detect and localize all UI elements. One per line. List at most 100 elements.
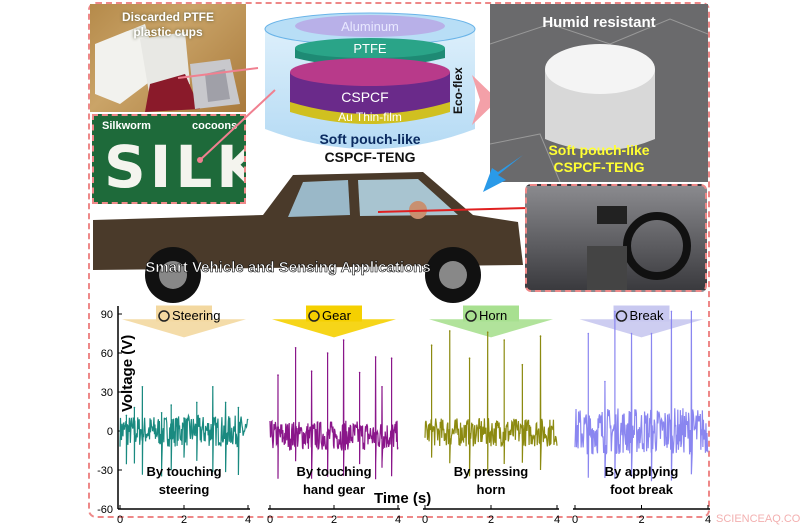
spike-peak — [170, 404, 172, 406]
y-tick-label: 60 — [101, 348, 113, 360]
spike-peak — [374, 356, 377, 358]
steering-wheel-icon — [158, 310, 170, 322]
banner-arrow — [579, 319, 704, 338]
spike-peak — [521, 363, 524, 366]
pouch-photo-illustration — [490, 18, 708, 182]
panel-title-break: Break — [630, 308, 664, 323]
cspcf-layer — [290, 58, 450, 86]
banner-box — [613, 305, 670, 322]
spike-peak — [224, 401, 227, 404]
x-tick-label: 4 — [554, 514, 560, 526]
humid-device-label: Soft pouch-like CSPCF-TENG — [548, 142, 650, 175]
cocoons-label: cocoons — [192, 120, 238, 132]
y-tick-label: 30 — [101, 387, 113, 399]
spike-peak — [614, 310, 616, 313]
caption-line2: horn — [477, 482, 506, 497]
panel-title-gear: Gear — [322, 308, 352, 323]
x-tick-label: 0 — [267, 514, 273, 526]
ecoflex-label: Eco-flex — [451, 67, 465, 114]
dashed-frame — [88, 2, 710, 518]
caption-line2: steering — [159, 482, 210, 497]
spike-peak — [342, 339, 345, 341]
silk-word: SILK — [104, 133, 244, 201]
brake-icon — [615, 310, 628, 322]
horn-icon — [465, 310, 477, 322]
vehicle-title: Smart Vehicle and Sensing Applications — [145, 259, 430, 276]
ptfe-layer — [295, 38, 445, 58]
spike-peak — [237, 406, 240, 409]
blue-arrow-icon — [483, 155, 523, 192]
humid-resistant-photo: Humid resistant Soft pouch-like CSPCF-TE… — [490, 4, 708, 182]
spike-peak — [133, 406, 136, 409]
x-tick-label: 4 — [245, 514, 251, 526]
spike-peak — [381, 386, 383, 388]
spike-peak — [390, 357, 393, 360]
silkworm-label: Silkworm — [102, 120, 151, 132]
spike-peak — [650, 332, 653, 335]
gear-icon — [308, 310, 320, 322]
right-arrow-icon — [472, 75, 498, 125]
x-axis-label: Time (s) — [374, 490, 431, 507]
trace-gear — [269, 339, 399, 480]
interior-illustration — [587, 206, 691, 290]
banner-arrow — [272, 319, 396, 338]
spike-peak — [160, 412, 163, 414]
y-tick-label: -60 — [97, 504, 113, 516]
caption-line1: By touching — [146, 464, 221, 479]
aluminum-label: Aluminum — [341, 19, 399, 34]
spike-peak — [430, 344, 433, 347]
silkworm-cocoons-photo: Silkworm cocoons SILK — [92, 114, 246, 204]
spike-peak — [503, 339, 506, 341]
caption-line1: By pressing — [454, 464, 528, 479]
panel-title-steering: Steering — [172, 308, 220, 323]
aluminum-layer — [295, 15, 445, 37]
trace-steering — [119, 386, 249, 477]
spike-peak — [670, 310, 673, 313]
x-tick-label: 2 — [638, 514, 644, 526]
ptfe-cups-label: Discarded PTFE plastic cups — [121, 10, 215, 39]
spike-peak — [183, 417, 185, 419]
spike-peak — [326, 352, 329, 354]
x-tick-label: 2 — [488, 514, 494, 526]
x-tick-label: 4 — [705, 514, 711, 526]
banner-box — [463, 305, 519, 322]
y-tick-label: 90 — [101, 309, 113, 321]
spike-peak — [630, 332, 633, 335]
y-axis-label: Voltage (V) — [119, 335, 136, 412]
caption-line2: foot break — [610, 482, 674, 497]
spike-peak — [277, 374, 279, 376]
watermark: SCIENCEAQ.COM — [716, 513, 800, 525]
trace-horn — [424, 330, 558, 477]
x-tick-label: 0 — [422, 514, 428, 526]
device-title-1: Soft pouch-like — [319, 131, 420, 147]
trace-break — [574, 311, 709, 482]
x-tick-label: 4 — [395, 514, 401, 526]
cspcf-label: CSPCF — [341, 89, 388, 105]
spike-peak — [468, 357, 471, 360]
spike-peak — [125, 414, 128, 417]
caption-line1: By applying — [605, 464, 679, 479]
humid-title: Humid resistant — [542, 14, 656, 31]
x-tick-label: 2 — [181, 514, 187, 526]
spike-peak — [358, 371, 361, 374]
pickup-truck: Smart Vehicle and Sensing Applications — [93, 172, 528, 303]
spike-peak — [294, 347, 297, 349]
banner-arrow — [122, 319, 246, 338]
caption-line1: By touching — [296, 464, 371, 479]
banner-arrow — [429, 319, 553, 338]
spike-peak — [587, 332, 590, 335]
spike-peak — [690, 310, 693, 313]
device-title-2: CSPCF-TENG — [325, 149, 416, 165]
y-tick-label: 0 — [107, 426, 113, 438]
banner-box — [156, 305, 212, 322]
ptfe-label: PTFE — [353, 41, 387, 56]
banner-box — [306, 305, 362, 322]
y-tick-label: -30 — [97, 465, 113, 477]
car-interior-photo — [525, 184, 707, 292]
spike-peak — [604, 380, 606, 383]
x-tick-label: 2 — [331, 514, 337, 526]
spike-peak — [310, 370, 313, 373]
spike-peak — [486, 331, 489, 334]
spike-peak — [212, 386, 214, 388]
